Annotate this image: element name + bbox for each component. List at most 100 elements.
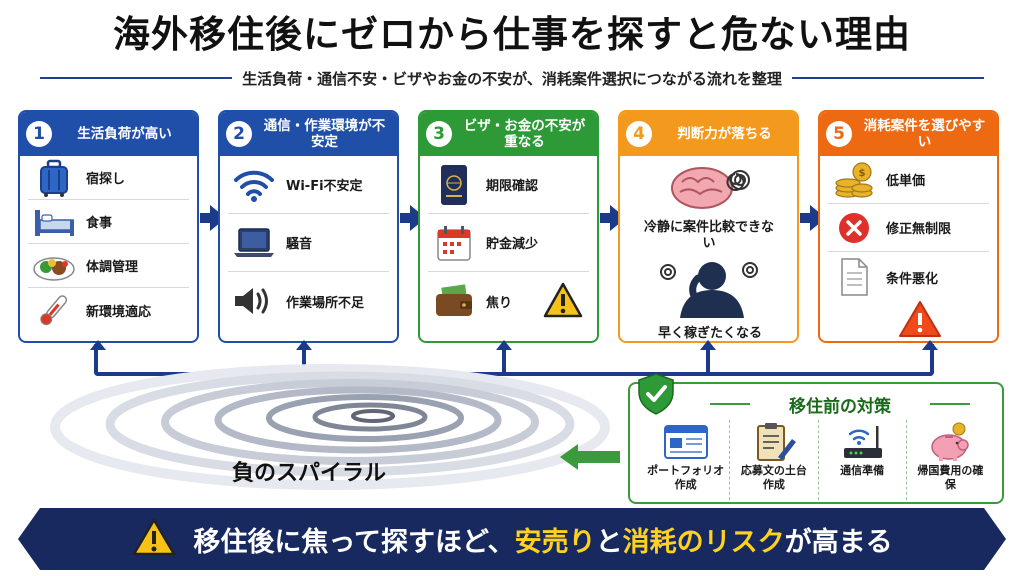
bed-icon — [28, 203, 80, 241]
item-label: ポートフォリオ作成 — [647, 464, 725, 491]
item-label: 冷静に案件比較できない — [644, 220, 775, 251]
item-label: 貯金減少 — [486, 237, 539, 252]
list-item: 通信準備 — [819, 420, 907, 500]
loop-arrowhead-1 — [90, 340, 106, 350]
item-label: 条件悪化 — [886, 272, 939, 287]
item-label: 修正無制限 — [886, 222, 952, 237]
svg-text:$: $ — [859, 168, 866, 179]
step-heading-5: 消耗案件を選びやすい — [863, 118, 986, 150]
list-item: 騒音 — [228, 214, 389, 272]
countermeasure-panel: 移住前の対策 ポートフォリオ作成 応募文の土台作成 通信準備 帰国費用の確保 — [628, 382, 1004, 504]
list-item: ポートフォリオ作成 — [642, 420, 731, 500]
page-title: 海外移住後にゼロから仕事を探すと危ない理由 — [113, 13, 911, 56]
loop-arrowhead-5 — [922, 340, 938, 350]
step-card-2-header: 2 通信・作業環境が不安定 — [220, 112, 397, 156]
list-item: 体調管理 — [28, 244, 189, 288]
subtitle-rule-left — [40, 77, 233, 79]
countermeasure-arrow — [560, 444, 620, 470]
step-card-1-items: 宿探し 食事 体調管理 新環境適応 — [20, 156, 197, 332]
error-x-icon — [828, 209, 880, 247]
subtitle-rule-right — [791, 77, 984, 79]
item-label: 作業場所不足 — [286, 295, 365, 311]
item-label: 騒音 — [286, 237, 313, 252]
brain-icon — [664, 162, 754, 222]
countermeasure-items: ポートフォリオ作成 応募文の土台作成 通信準備 帰国費用の確保 — [642, 420, 994, 500]
list-item: 修正無制限 — [828, 204, 989, 252]
item-label: 期限確認 — [486, 179, 539, 194]
list-item: 作業場所不足 — [228, 272, 389, 330]
list-item: 食事 — [28, 200, 189, 244]
conclusion-banner: 移住後に焦って探すほど、安売りと消耗のリスクが高まる — [18, 508, 1006, 570]
spiral-graphic — [40, 362, 620, 496]
step-card-2-items: Wi-Fi不安定 騒音 作業場所不足 — [220, 156, 397, 330]
conclusion-part-2: と — [595, 526, 623, 558]
item-label: 帰国費用の確保 — [917, 464, 984, 491]
list-item: 宿探し — [28, 156, 189, 200]
list-item: 期限確認 — [428, 156, 589, 214]
step-card-1: 1 生活負荷が高い 宿探し 食事 体調管理 新環境適応 — [18, 110, 199, 343]
laptop-icon — [228, 224, 280, 262]
step-card-4: 4 判断力が落ちる 冷静に案件比較できない 早く稼ぎたくなる — [618, 110, 799, 343]
shield-check-icon — [636, 372, 676, 420]
portfolio-icon — [662, 420, 710, 464]
step-card-3-items: 期限確認 貯金減少 焦り — [420, 156, 597, 330]
stressed-person-icon — [654, 256, 764, 322]
item-label: 体調管理 — [86, 260, 139, 275]
step-number-2: 2 — [226, 121, 252, 147]
loop-arrowhead-3 — [496, 340, 512, 350]
thermometer-icon — [28, 291, 80, 329]
document-icon — [828, 258, 880, 296]
router-icon — [838, 420, 886, 464]
coins-icon: $ — [828, 161, 880, 199]
step-card-3-header: 3 ビザ・お金の不安が重なる — [420, 112, 597, 156]
list-item: 条件悪化 — [828, 252, 989, 341]
subtitle: 生活負荷・通信不安・ビザやお金の不安が、消耗案件選択につながる流れを整理 — [242, 69, 782, 88]
loop-stem-4 — [706, 348, 710, 374]
spiral-label: 負のスパイラル — [232, 461, 387, 486]
item-label: 早く稼ぎたくなる — [657, 326, 762, 341]
step-card-4-header: 4 判断力が落ちる — [620, 112, 797, 156]
list-item: 焦り — [428, 272, 589, 330]
step-number-1: 1 — [26, 121, 52, 147]
list-item: $ 低単価 — [828, 156, 989, 204]
warning-icon — [131, 517, 177, 561]
speaker-icon — [228, 282, 280, 320]
item-label: 食事 — [86, 216, 113, 231]
item-label: 新環境適応 — [86, 304, 152, 320]
step-heading-3: ビザ・お金の不安が重なる — [463, 118, 586, 150]
step-heading-2: 通信・作業環境が不安定 — [263, 118, 386, 150]
countermeasure-title: 移住前の対策 — [700, 392, 980, 417]
suitcase-icon — [28, 159, 80, 197]
conclusion-text: 移住後に焦って探すほど、安売りと消耗のリスクが高まる — [193, 520, 892, 559]
item-label: 応募文の土台作成 — [740, 464, 807, 491]
step-heading-4: 判断力が落ちる — [677, 126, 772, 142]
subtitle-row: 生活負荷・通信不安・ビザやお金の不安が、消耗案件選択につながる流れを整理 — [40, 67, 984, 89]
item-label: Wi-Fi不安定 — [286, 179, 363, 194]
item-label: 低単価 — [886, 174, 926, 189]
item-label: 宿探し — [86, 172, 126, 187]
loop-stem-3 — [502, 348, 506, 374]
list-item: 貯金減少 — [428, 214, 589, 272]
item-label: 通信準備 — [840, 464, 885, 477]
list-item: Wi-Fi不安定 — [228, 156, 389, 214]
piggy-bank-icon — [925, 420, 975, 464]
conclusion-highlight-2: 消耗のリスク — [622, 526, 785, 558]
loop-arrowhead-4 — [700, 340, 716, 350]
step-card-1-header: 1 生活負荷が高い — [20, 112, 197, 156]
item-label: 焦り — [486, 295, 513, 311]
step-card-5-header: 5 消耗案件を選びやすい — [820, 112, 997, 156]
step-card-3: 3 ビザ・お金の不安が重なる 期限確認 貯金減少 焦り — [418, 110, 599, 343]
wallet-icon — [428, 282, 480, 320]
calendar-icon — [428, 224, 480, 262]
loop-arrowhead-2 — [296, 340, 312, 350]
step-card-2: 2 通信・作業環境が不安定 Wi-Fi不安定 騒音 作業場所不足 — [218, 110, 399, 343]
loop-stem-2 — [302, 348, 306, 374]
wifi-icon — [228, 166, 280, 204]
step-number-3: 3 — [426, 121, 452, 147]
step-card-5: 5 消耗案件を選びやすい $ 低単価 修正無制限 条件悪化 — [818, 110, 999, 343]
feedback-loop-line — [94, 344, 934, 376]
warning-icon — [543, 282, 583, 322]
list-item: 応募文の土台作成 — [730, 420, 819, 500]
step-heading-1: 生活負荷が高い — [77, 126, 172, 142]
meal-plate-icon — [28, 247, 80, 285]
